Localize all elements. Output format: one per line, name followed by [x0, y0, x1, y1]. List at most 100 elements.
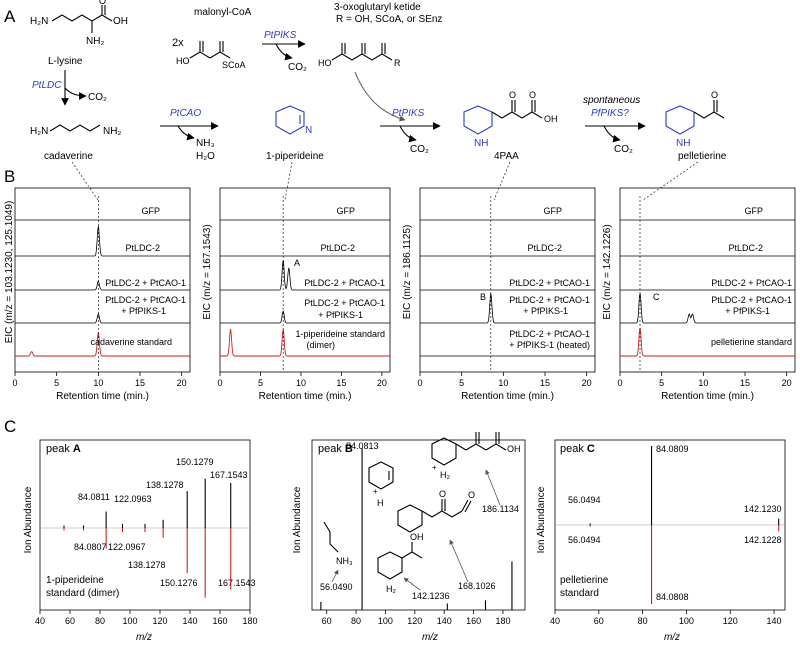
x-tick-label: 120 [152, 616, 167, 626]
plot-frame [14, 187, 191, 373]
fragment-142: H₂ OH [377, 532, 424, 594]
pointer-168 [449, 539, 469, 583]
peak-label-b: B [480, 292, 486, 302]
mz-label: 56.0490 [320, 582, 353, 592]
pointer-142 [403, 577, 421, 591]
spectrum-c-ylabel: Ion Abundance [536, 486, 547, 553]
x-tick-label: 60 [65, 616, 75, 626]
spectrum-b-ylabel: Ion Abundance [292, 486, 303, 553]
x-tick-label: 180 [242, 616, 257, 626]
trace-label: + PfPIKS-1 [318, 310, 363, 320]
x-tick-label: 140 [767, 616, 782, 626]
x-tick-label: 80 [351, 616, 361, 626]
nh3-cao: NH₃ [196, 138, 215, 149]
pelletierine-name: pelletierine [678, 151, 727, 162]
trace-label: PtLDC-2 [125, 243, 160, 253]
connector-4paa [493, 161, 511, 201]
x-tick-label: 5 [659, 378, 664, 388]
trace-label: PtLDC-2 + PtCAO-1 [105, 278, 186, 288]
lysine-o: O [99, 0, 106, 6]
co2-piks2: CO₂ [410, 144, 429, 155]
panel-a: A H₂N NH₂ O OH L-lysine PtLDC CO₂ H₂N NH… [4, 0, 727, 162]
x-axis-label: Retention time (min.) [56, 391, 149, 402]
chromatogram-2: EIC (m/z = 167.1543) GFP PtLDC-2 PtLDC-2… [202, 187, 391, 402]
frag-o: O [439, 489, 446, 499]
frag-nh3: NH₃ [336, 556, 353, 566]
cadaverine-name: cadaverine [44, 151, 93, 162]
frag-h2-b: H₂ [386, 584, 396, 594]
x-tick-label: 140 [437, 616, 452, 626]
panel-label-b: B [4, 167, 15, 186]
spectrum-a-title: peak A [46, 443, 81, 455]
fourpaa-nh: NH [474, 138, 488, 149]
trace-label: PtLDC-2 + PtCAO-1 [304, 278, 385, 288]
piks-q-label: PfPIKS? [591, 108, 629, 119]
x-tick-label: 10 [498, 378, 508, 388]
fourpaa-name: 4PAA [494, 151, 519, 162]
co2-spont: CO₂ [614, 144, 633, 155]
co2-piks: CO₂ [288, 62, 307, 73]
x-tick-label: 5 [54, 378, 59, 388]
fourpaa-o2: O [529, 90, 536, 100]
piks2-label: PtPIKS [392, 108, 425, 119]
x-tick-label: 0 [217, 378, 222, 388]
mz-label: 142.1230 [744, 504, 782, 514]
malonyl-scoa: SCoA [222, 60, 246, 70]
trace-label: GFP [744, 206, 763, 216]
panel-label-c: C [4, 417, 16, 436]
mz-label: 138.1278 [128, 560, 166, 570]
spectrum-c-standard-2: standard [560, 588, 599, 599]
x-tick-label: 0 [417, 378, 422, 388]
connector-cadaverine [71, 161, 99, 201]
spectrum-a-ylabel: Ion Abundance [23, 486, 34, 553]
chromatogram-2-ylabel: EIC (m/z = 167.1543) [202, 224, 213, 319]
spontaneous-label: spontaneous [583, 95, 640, 106]
lysine-name: L-lysine [48, 56, 83, 67]
mz-label: 150.1276 [160, 578, 198, 588]
peak-label-c: C [653, 292, 660, 302]
x-tick-label: 100 [122, 616, 137, 626]
mz-label: 150.1279 [176, 457, 214, 467]
chromatogram-trace [15, 226, 190, 257]
spectrum-c-xlabel: m/z [664, 632, 680, 643]
x-tick-label: 40 [35, 616, 45, 626]
peak-label-a: A [294, 258, 300, 268]
malonyl-name: malonyl-CoA [194, 7, 252, 18]
x-tick-label: 15 [540, 378, 550, 388]
x-tick-label: 20 [177, 378, 187, 388]
chromatogram-4: EIC (m/z = 142.1226) GFP PtLDC-2 PtLDC-2… [602, 187, 796, 402]
x-axis-label: Retention time (min.) [661, 391, 754, 402]
fourpaa-structure: NH O O OH 4PAA [463, 90, 558, 162]
ketide-curve [354, 71, 406, 122]
trace-label: PtLDC-2 [320, 243, 355, 253]
cad-nh2: NH₂ [103, 126, 121, 137]
spectrum-a-standard-1: 1-piperideine [46, 575, 104, 586]
spectrum-a-xlabel: m/z [136, 632, 152, 643]
malonyl-structure: malonyl-CoA 2x HO SCoA [172, 7, 252, 70]
mz-label: 142.1228 [744, 535, 782, 545]
trace-label: PtLDC-2 + PtCAO-1 [105, 295, 186, 305]
trace-label: PtLDC-2 [527, 243, 562, 253]
fourpaa-oh: OH [544, 114, 558, 124]
x-tick-label: 20 [377, 378, 387, 388]
spectrum-b-title: peak B [318, 443, 353, 455]
mz-label: 168.1026 [458, 581, 496, 591]
fragment-168: O O [397, 489, 475, 533]
frag-o-plus: O [468, 490, 475, 500]
frag-h2: H₂ [440, 470, 450, 480]
chromatogram-trace [15, 313, 190, 324]
mz-label: 122.0967 [108, 542, 146, 552]
mz-label: 84.0811 [78, 492, 110, 502]
mz-label: 167.1543 [218, 578, 256, 588]
frag-h: H [377, 498, 384, 508]
h2o-cao: H₂O [196, 151, 215, 162]
x-tick-label: 160 [466, 616, 481, 626]
chromatogram-trace [220, 328, 390, 357]
x-tick-label: 80 [95, 616, 105, 626]
mz-label: 167.1543 [210, 470, 248, 480]
plot-frame [419, 187, 596, 373]
chromatogram-trace [620, 327, 795, 357]
mz-label: 138.1278 [146, 480, 184, 490]
piks-label: PtPIKS [264, 30, 297, 41]
